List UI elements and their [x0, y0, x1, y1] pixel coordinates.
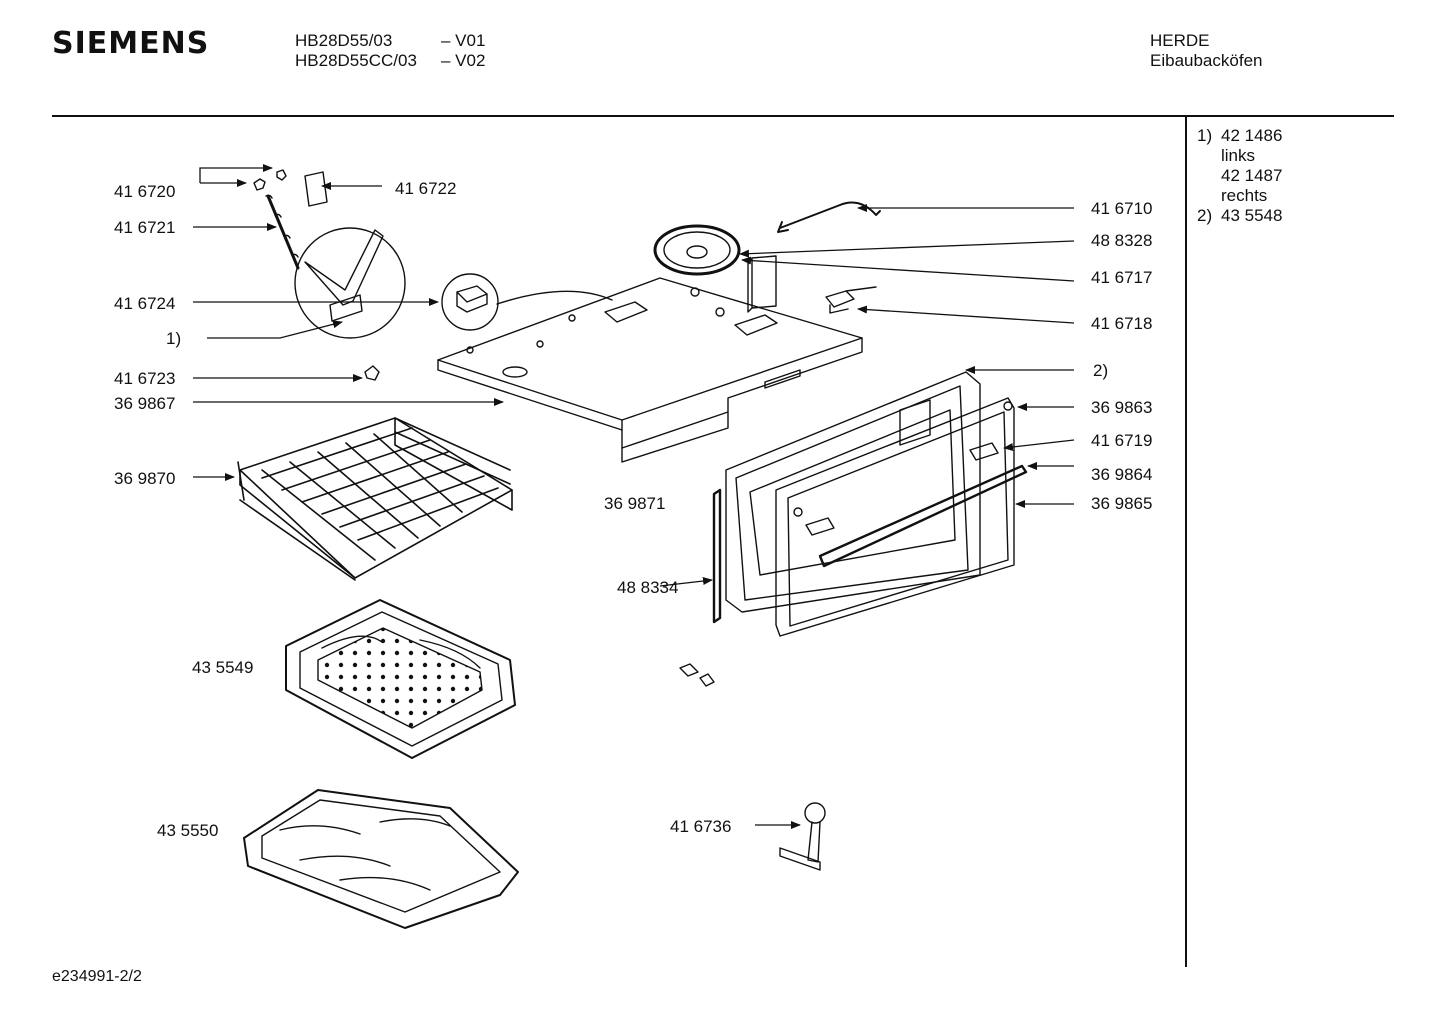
note-1-line-1: 42 1486 — [1221, 126, 1283, 145]
hinge-bracket — [304, 229, 384, 322]
model-2: HB28D55CC/03 — [295, 51, 417, 70]
part-label: 41 6722 — [395, 179, 457, 198]
bracket-tab — [747, 255, 777, 313]
leader-416719 — [1003, 439, 1075, 451]
door-inner-panel — [712, 371, 981, 624]
part-label: 41 6710 — [1091, 199, 1153, 218]
note-2-line-1: 43 5548 — [1221, 206, 1283, 225]
part-label: 36 9864 — [1091, 465, 1153, 484]
part-label: 2) — [1093, 361, 1109, 380]
part-label: 36 9863 — [1091, 398, 1153, 417]
hinge-spring — [265, 194, 300, 270]
part-label: 48 8334 — [617, 578, 679, 597]
temperature-sensor — [777, 201, 881, 233]
note-1-line-3: 42 1487 — [1221, 166, 1283, 185]
leader-note-1 — [207, 320, 343, 339]
connector-cable — [496, 290, 613, 305]
screws — [679, 663, 715, 687]
part-label: 36 9870 — [114, 469, 176, 488]
part-label: 41 6720 — [114, 182, 176, 201]
note-1-line-2: links — [1221, 146, 1256, 165]
door-seal — [712, 488, 722, 624]
door-outer-panel — [775, 397, 1028, 637]
sleeve — [304, 171, 328, 207]
door-switch — [825, 286, 877, 314]
hinge-pin-pair — [253, 169, 287, 191]
part-label: 41 6719 — [1091, 431, 1153, 450]
part-label: 36 9865 — [1091, 494, 1153, 513]
hinge-clip — [364, 365, 380, 381]
part-label: 41 6718 — [1091, 314, 1153, 333]
leader-416718 — [857, 305, 1075, 324]
part-label: 41 6736 — [670, 817, 732, 836]
grill-pan — [243, 789, 519, 929]
siemens-logo: SIEMENS — [52, 26, 210, 61]
hinge-detail-circle — [294, 227, 406, 339]
top-panel — [437, 277, 863, 463]
drawing-id: e234991-2/2 — [52, 968, 142, 985]
fan-ring — [653, 224, 741, 276]
part-label: 48 8328 — [1091, 231, 1153, 250]
note-1-marker: 1) — [1197, 126, 1213, 145]
connector-block — [456, 285, 488, 313]
part-label: 41 6717 — [1091, 268, 1153, 287]
part-label: 41 6724 — [114, 294, 176, 313]
part-label: 43 5549 — [192, 658, 254, 677]
control-shaft — [779, 802, 826, 871]
subcategory: Eibaubacköfen — [1150, 51, 1263, 70]
note-2-marker: 2) — [1197, 206, 1213, 225]
part-label: 43 5550 — [157, 821, 219, 840]
oven-rack — [237, 417, 513, 581]
header-rule — [52, 115, 1394, 117]
note-1-line-4: rechts — [1221, 186, 1268, 205]
notes-divider — [1185, 117, 1187, 967]
leader-416717 — [741, 256, 1075, 282]
part-label: 1) — [166, 329, 182, 348]
category: HERDE — [1150, 31, 1210, 50]
door-handle — [818, 464, 1028, 568]
part-label: 36 9871 — [604, 494, 666, 513]
leader-488328 — [739, 240, 1075, 258]
leader-488334 — [659, 577, 713, 587]
leader-416720-b — [199, 164, 273, 183]
version-2: – V02 — [441, 51, 486, 70]
model-1: HB28D55/03 — [295, 31, 393, 50]
connector-detail-circle — [441, 273, 499, 331]
part-label: 41 6721 — [114, 218, 176, 237]
version-1: – V01 — [441, 31, 486, 50]
perforated-tray — [285, 599, 516, 759]
part-label: 41 6723 — [114, 369, 176, 388]
part-label: 36 9867 — [114, 394, 176, 413]
